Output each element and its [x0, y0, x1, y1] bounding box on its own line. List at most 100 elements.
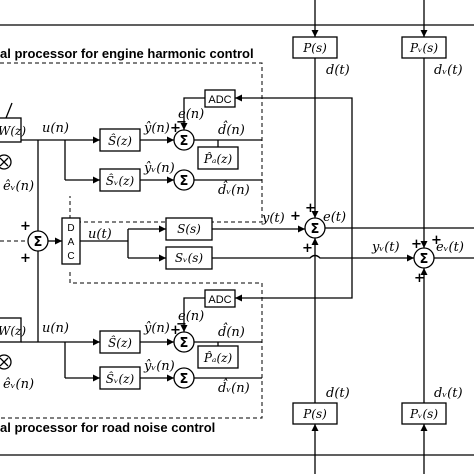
en-engine-line	[183, 97, 205, 130]
svhat-engine-label: Ŝᵥ(z)	[106, 172, 135, 188]
un-engine-arrow	[93, 136, 100, 144]
shat-road-label: Ŝ(z)	[108, 334, 132, 350]
un-engine-label: u(n)	[42, 121, 69, 136]
yhat-road-arrow	[167, 338, 174, 346]
yv-line	[212, 254, 414, 259]
yhat-engine-arrow	[167, 136, 174, 144]
road-processor-boundary	[0, 272, 263, 419]
yvhat-engine-label: ŷᵥ(n)	[143, 161, 175, 176]
sum-ev-plus-bottom: +	[414, 271, 425, 286]
p-bottom-in-arrow	[311, 424, 319, 431]
road-processor-title: al processor for road noise control	[0, 420, 215, 435]
w-adapt-arrow-engine	[5, 102, 13, 119]
adc-engine-in-arrow	[235, 94, 242, 102]
w-block-engine	[0, 117, 22, 143]
pahat-engine-label: P̂ₐ(z)	[203, 151, 233, 166]
un-road-svhat-arrow	[93, 374, 100, 382]
s-block-label: S(s)	[177, 222, 201, 236]
sum-control-symbol: Σ	[34, 235, 43, 250]
dv-arrow-bottom	[420, 268, 428, 275]
adc-road-label: ADC	[208, 294, 231, 306]
dv-label-top: dᵥ(t)	[434, 63, 463, 78]
e-label: e(t)	[323, 210, 346, 225]
un-engine-svhat-arrow	[93, 176, 100, 184]
dvhat-engine-label: d̂ᵥ(n)	[218, 180, 250, 198]
pahat-block-road	[197, 345, 239, 369]
sum-ev-plus-left: +	[411, 237, 422, 252]
sum-control-plus-top: +	[20, 219, 31, 234]
to-sv-arrow	[159, 254, 166, 262]
yv-arrow	[407, 254, 414, 262]
sum-control-plus-bottom: +	[20, 251, 31, 266]
pv-top-in-arrow	[420, 30, 428, 37]
e-feedback-road	[235, 258, 353, 299]
en-road-label: e(n)	[178, 309, 204, 324]
sum-dhat-road-minus: −	[176, 317, 187, 332]
dhat-road-label: d̂(n)	[218, 322, 245, 340]
sum-e-plus-top: +	[305, 201, 316, 216]
dac-letter-a: A	[68, 237, 75, 248]
ehat-road: êᵥ(n)	[3, 377, 34, 392]
pv-bottom-in-arrow	[420, 424, 428, 431]
p-block-top-label: P(s)	[302, 41, 327, 55]
engine-processor-boundary	[0, 62, 263, 223]
w-block-road-label: W(z)	[0, 324, 26, 338]
un-road-label: u(n)	[42, 321, 69, 336]
y-label: y(t)	[261, 211, 285, 226]
e-feedback-engine	[235, 97, 353, 258]
d-arrow-bottom	[311, 238, 319, 245]
sum-e-plus-bottom: +	[302, 241, 313, 256]
mult-road-x	[0, 357, 9, 367]
sum-dhat-engine-plus: +	[170, 121, 181, 136]
pahat-block-engine	[197, 146, 239, 170]
mult-road	[0, 354, 12, 370]
yvhat-engine-arrow	[167, 176, 174, 184]
pahat-road-label: P̂ₐ(z)	[203, 350, 233, 365]
sum-dhat-road-plus: +	[170, 323, 181, 338]
dac-letter-c: C	[67, 251, 74, 262]
w-block-road	[0, 317, 22, 343]
p-block-bottom-label: P(s)	[302, 407, 327, 421]
y-arrow	[298, 225, 305, 233]
sum-dvhat-road-symbol: Σ	[180, 372, 189, 387]
svhat-road-label: Ŝᵥ(z)	[106, 370, 135, 386]
sum-ev-symbol: Σ	[420, 252, 429, 267]
sum-dhat-road-symbol: Σ	[180, 336, 189, 351]
en-road-line	[183, 297, 205, 332]
shat-engine-label: Ŝ(z)	[108, 132, 132, 148]
mult-engine-x	[0, 157, 9, 167]
sum-dhat-engine-minus: −	[176, 115, 187, 130]
en-road-arrow	[180, 325, 188, 332]
pv-block-bottom-label: Pᵥ(s)	[409, 407, 438, 421]
ut-label: u(t)	[88, 227, 112, 242]
yhat-engine-label: ŷ(n)	[143, 121, 170, 136]
p-top-in-arrow	[311, 30, 319, 37]
dhat-engine-label: d̂(n)	[218, 120, 245, 138]
adc-engine-label: ADC	[208, 94, 231, 106]
mult-engine	[0, 154, 12, 170]
d-label-top: d(t)	[326, 63, 350, 78]
dac-letter-d: D	[67, 223, 74, 234]
adc-road-in-arrow	[235, 294, 242, 302]
yvhat-road-arrow	[167, 374, 174, 382]
dvhat-road-label: d̂ᵥ(n)	[218, 378, 250, 396]
sum-dhat-engine-symbol: Σ	[180, 134, 189, 149]
un-road-arrow	[93, 338, 100, 346]
ehat-engine: êᵥ(n)	[3, 179, 34, 194]
pv-block-top-label: Pᵥ(s)	[409, 41, 438, 55]
w-block-engine-label: W(z)	[0, 124, 26, 138]
en-engine-arrow	[180, 123, 188, 130]
engine-processor-title: al processor for engine harmonic control	[0, 46, 254, 61]
sum-to-dac-arrow	[55, 237, 62, 245]
to-s-arrow	[159, 225, 166, 233]
ev-label: eᵥ(t)	[436, 240, 464, 255]
dv-arrow-top	[420, 241, 428, 248]
sum-e-plus-left: +	[290, 209, 301, 224]
dv-label-bottom: dᵥ(t)	[434, 386, 463, 401]
sum-e-symbol: Σ	[311, 222, 320, 237]
d-label-bottom: d(t)	[326, 386, 350, 401]
sum-dvhat-engine-symbol: Σ	[180, 174, 189, 189]
sum-ev-plus-top: +	[431, 233, 442, 248]
en-engine-label: e(n)	[178, 107, 204, 122]
